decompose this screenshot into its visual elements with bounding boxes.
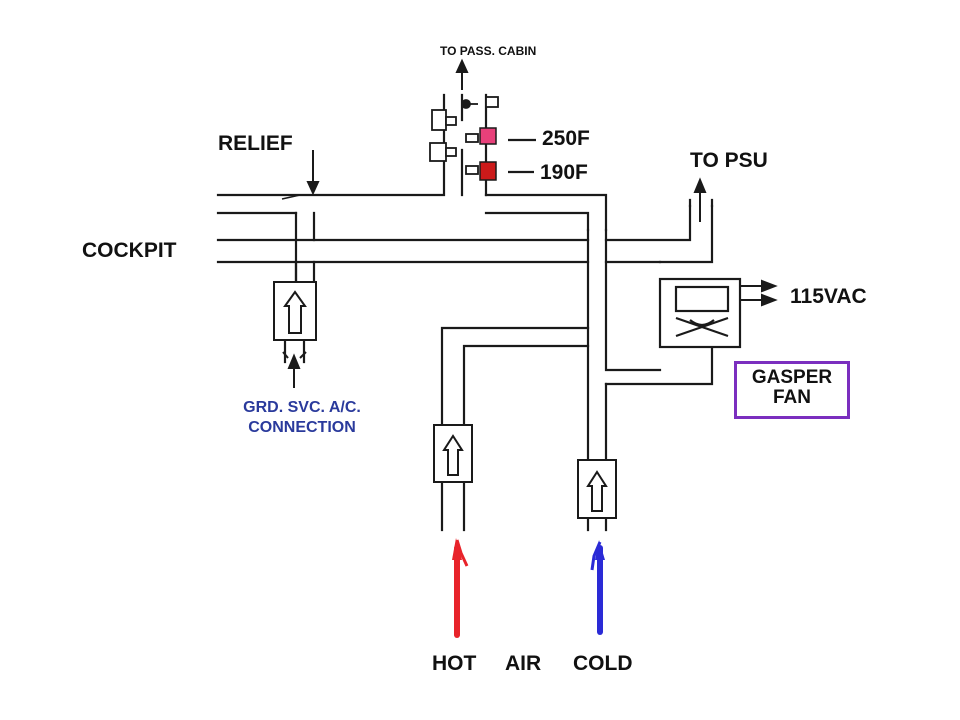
hot-air-arrow [452, 538, 469, 638]
relief-label: RELIEF [218, 132, 293, 155]
sensor-190 [479, 161, 497, 181]
gasper-label: GASPER [751, 367, 833, 388]
cold-air-arrow [590, 540, 605, 635]
cold-duct [586, 228, 662, 462]
vac-115-label: 115VAC [790, 285, 867, 308]
cold-label: COLD [573, 652, 633, 675]
hot-intake [440, 480, 466, 532]
fan-label: FAN [773, 386, 811, 408]
to-psu-label: TO PSU [690, 149, 768, 172]
temp-250-label: 250F [542, 127, 590, 150]
cockpit-duct-upper [216, 204, 714, 264]
air-label: AIR [505, 652, 542, 675]
cold-intake [586, 516, 608, 532]
temp-190-label: 190F [540, 161, 588, 184]
cold-duct-right [604, 344, 714, 386]
hot-label: HOT [432, 652, 477, 675]
gasper-fan-box: GASPER FAN [734, 361, 850, 419]
mid-branch [294, 260, 316, 284]
cockpit-label: COCKPIT [82, 239, 177, 262]
relief-duct [216, 93, 488, 215]
grd-svc-label-1: GRD. SVC. A/C. [243, 399, 361, 416]
hot-duct [440, 326, 590, 427]
grd-svc-label-2: CONNECTION [248, 419, 356, 436]
to-pass-cabin-label: TO PASS. CABIN [440, 44, 537, 58]
psu-outlet [688, 198, 714, 208]
cold-valve [577, 459, 617, 519]
sensor-250 [479, 127, 497, 145]
hot-valve [433, 424, 473, 483]
relief-duct-lower [484, 193, 608, 232]
cockpit-duct-vertical [294, 211, 316, 284]
